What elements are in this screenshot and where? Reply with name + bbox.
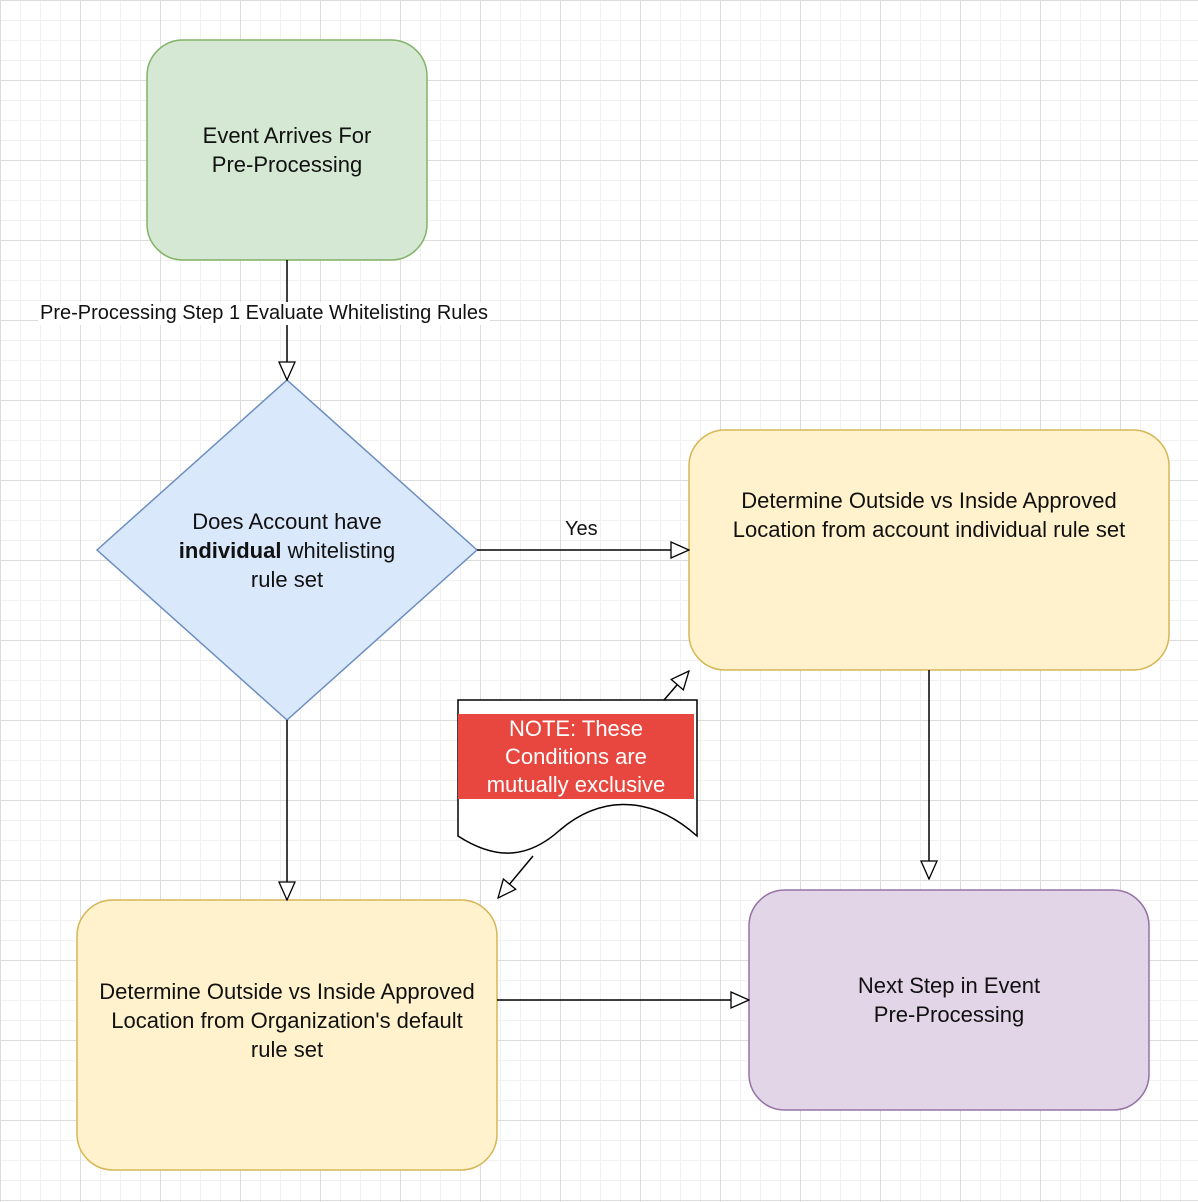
individual-rule-node-label: Determine Outside vs Inside Approved Loc… [689,430,1169,670]
note-line3: mutually exclusive [486,771,666,797]
organization-rule-node-label: Determine Outside vs Inside Approved Loc… [77,900,497,1170]
edge-note-to-organization[interactable] [498,855,534,898]
start-node-line1: Event Arrives For [202,123,372,148]
decision-node-line1: Does Account have [192,508,382,534]
organization-rule-node-line2: Location from Organization's default [111,1007,463,1033]
decision-node-line3: rule set [250,566,324,592]
decision-node-bold: individual [178,537,282,563]
organization-rule-node-line1: Determine Outside vs Inside Approved [99,978,475,1004]
next-step-node-line2: Pre-Processing [873,1002,1025,1027]
next-step-node-label: Next Step in Event Pre-Processing [749,890,1149,1110]
note-line2: Conditions are [505,743,647,769]
decision-node-label: Does Account have individual whitelistin… [152,480,422,620]
edge-label-step1: Pre-Processing Step 1 Evaluate Whitelist… [38,302,490,325]
organization-rule-node-line3: rule set [250,1036,324,1062]
edge-label-yes: Yes [565,518,598,540]
note-label: NOTE: These Conditions are mutually excl… [458,714,694,799]
start-node-label: Event Arrives For Pre-Processing [147,40,427,260]
individual-rule-node-line2: Location from account individual rule se… [732,517,1126,542]
decision-node-rest: whitelisting [281,537,396,563]
note-line1: NOTE: These [508,715,644,741]
next-step-node-line1: Next Step in Event [857,973,1041,998]
individual-rule-node-line1: Determine Outside vs Inside Approved [741,488,1117,513]
decision-node-line2: individual whitelisting [179,536,395,565]
start-node-line2: Pre-Processing [211,152,363,177]
edge-note-to-individual[interactable] [663,671,689,701]
